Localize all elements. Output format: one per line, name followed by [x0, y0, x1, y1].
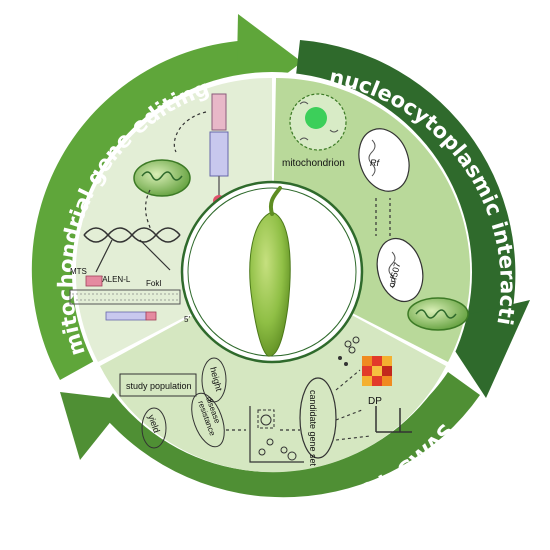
- dp-plot: [375, 406, 412, 433]
- center-pepper: [180, 180, 364, 364]
- gene-editing-ring-arc: [31, 40, 252, 380]
- mitochondrion-label: mitochondrion: [282, 158, 345, 169]
- gene-editing-illustration: MTS TALEN-L FokI 3' 5': [69, 93, 229, 324]
- study-population-label: study population: [126, 381, 192, 391]
- pepper-stem: [269, 186, 282, 216]
- gwas-arrowhead: [60, 392, 128, 460]
- network-icon: [338, 336, 360, 366]
- talen-label: TALEN-L: [98, 275, 131, 284]
- mitochondrion-icon: [133, 159, 191, 197]
- mitochondrion-icon-3d: [407, 297, 469, 331]
- candidate-gene-set-label: candidate gene set: [308, 390, 318, 467]
- target-dna: [69, 289, 181, 305]
- mitochondrion-rf: [358, 128, 410, 192]
- rf-label: Rf: [370, 158, 380, 168]
- scatter-axes: [249, 406, 304, 463]
- pepper-icon: [249, 211, 291, 357]
- construct-segment: [211, 93, 227, 131]
- heatmap-icon: [362, 356, 392, 386]
- foki-label: FokI: [146, 279, 162, 288]
- gwas-ring-arc: [100, 372, 480, 498]
- mitochondrion-orf: [376, 237, 424, 303]
- five-prime-label: 5': [184, 315, 190, 324]
- dp-label: DP: [368, 396, 382, 407]
- mts-label: MTS: [70, 267, 87, 276]
- construct-segment: [209, 131, 229, 177]
- nucleolus-dot: [305, 107, 327, 129]
- outer-ring: [31, 14, 530, 498]
- study-population-box: [119, 373, 197, 397]
- interaction-illustration: mitochondrion Rf orf507: [282, 93, 469, 331]
- gwas-panel: [100, 272, 446, 473]
- candidate-gene-set-ellipse: [299, 377, 337, 459]
